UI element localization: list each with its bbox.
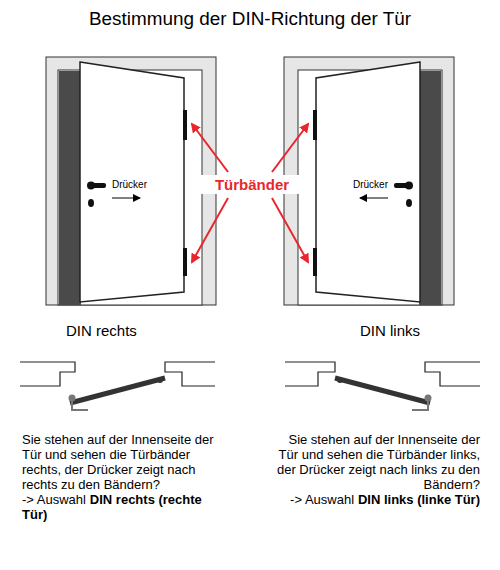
door-left-figure — [284, 57, 454, 305]
instruction-text: Sie stehen auf der Innenseite der Tür un… — [268, 432, 480, 507]
door-type-label: DIN rechts — [66, 322, 137, 339]
plan-left — [285, 362, 480, 410]
hinge-arrows — [192, 124, 308, 262]
door-right-figure — [46, 57, 216, 305]
hinge-label: Türbänder — [200, 175, 304, 194]
plan-right — [20, 362, 215, 410]
title: Bestimmung der DIN-Richtung der Tür — [0, 8, 500, 30]
handle-label: Drücker — [112, 179, 147, 190]
instruction-body: Sie stehen auf der Innenseite der Tür un… — [22, 432, 222, 492]
instruction-text: Sie stehen auf der Innenseite der Tür un… — [22, 432, 222, 522]
selection-value: DIN links (linke Tür) — [358, 492, 480, 507]
instruction-body: Sie stehen auf der Innenseite der Tür un… — [268, 432, 480, 492]
selection-prefix: -> Auswahl — [290, 492, 354, 507]
handle-label: Drücker — [353, 179, 388, 190]
selection-prefix: -> Auswahl — [22, 492, 86, 507]
door-type-label: DIN links — [360, 322, 420, 339]
